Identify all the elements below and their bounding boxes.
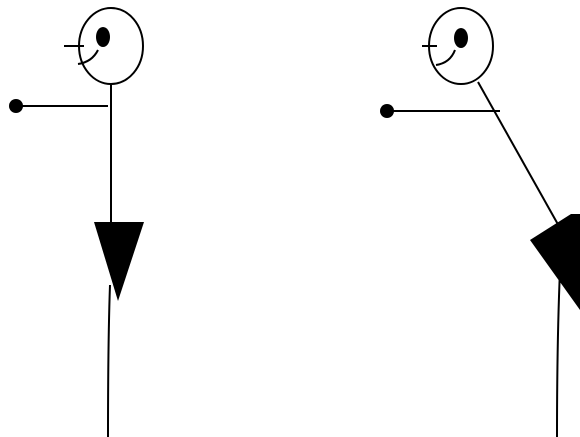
figure-left [9,8,144,437]
eye-icon [454,28,468,48]
figure-right [380,8,580,437]
eye-icon [96,27,110,47]
leg-line [108,285,110,437]
leg-line [557,270,560,437]
mouth-curve [436,50,455,65]
arrowhead-down [530,214,580,310]
hand-dot [9,99,23,113]
hand-dot [380,104,394,118]
arrowhead-down [94,222,144,301]
head-circle [79,8,143,84]
body-line [478,82,560,228]
